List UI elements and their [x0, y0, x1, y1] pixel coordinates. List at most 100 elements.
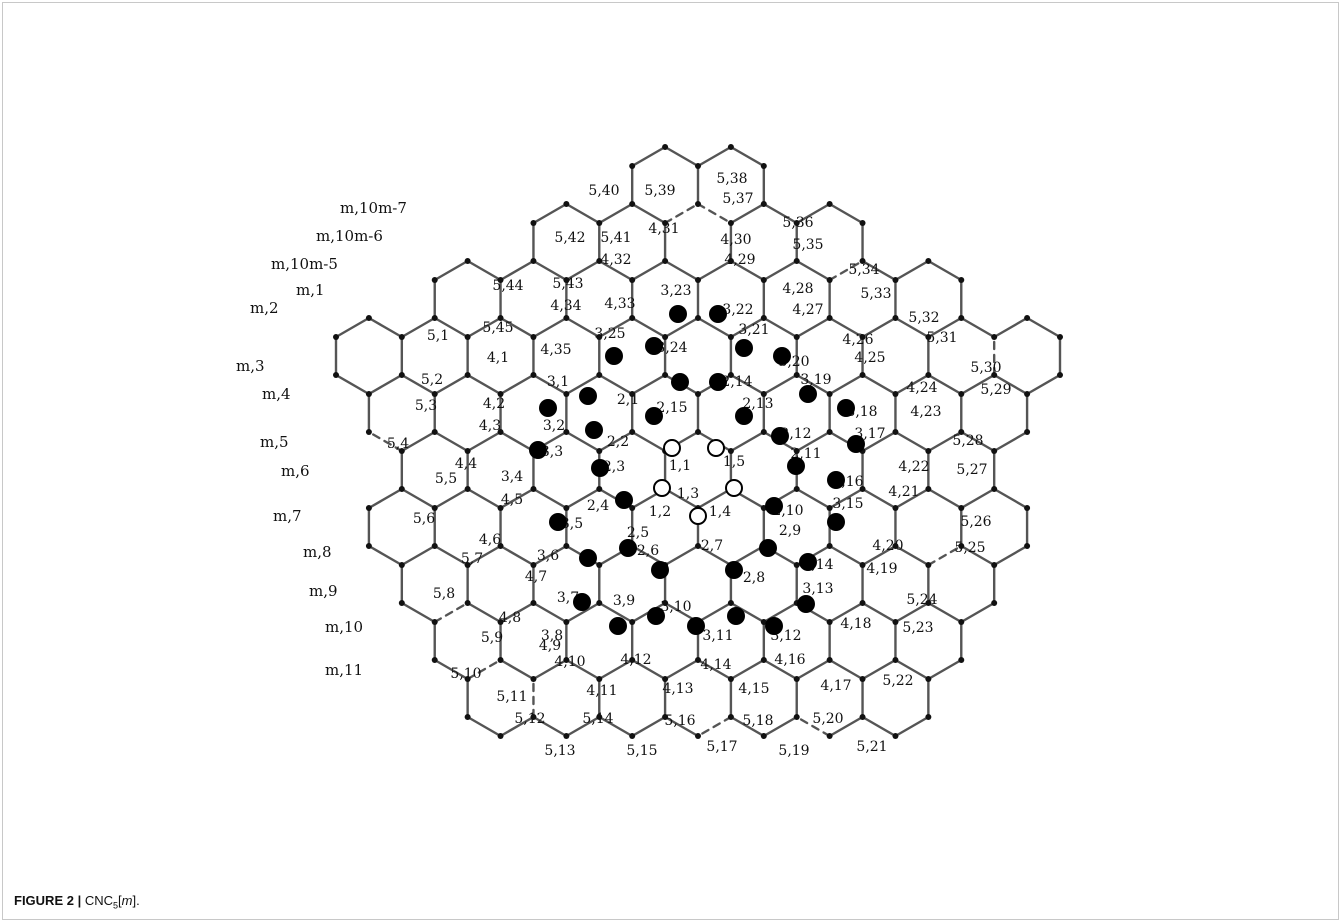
lattice-vertex	[826, 619, 833, 625]
lattice-vertex	[333, 372, 340, 378]
lattice-vertex	[596, 714, 603, 720]
lattice-edge	[663, 259, 700, 282]
lattice-vertex	[629, 391, 636, 397]
lattice-edge	[433, 487, 469, 510]
lattice-vertex	[497, 543, 504, 549]
lattice-vertex	[892, 733, 899, 739]
cell-label: 4,9	[539, 638, 561, 654]
lattice-vertex	[859, 600, 866, 606]
lattice-edge	[466, 430, 502, 453]
lattice-vertex	[365, 391, 372, 397]
lattice-vertex	[596, 562, 603, 568]
lattice-vertex	[530, 562, 537, 568]
lattice-edge	[663, 544, 700, 567]
lattice-vertex	[958, 505, 965, 511]
cell-label: 3,10	[660, 599, 691, 615]
lattice-edge	[334, 316, 371, 339]
lattice-vertex	[892, 543, 899, 549]
cell-label: 4,18	[840, 616, 871, 632]
cell-label: 4,35	[540, 342, 571, 358]
cell-label: 5,8	[433, 586, 455, 602]
cell-label: 5,37	[722, 191, 753, 207]
lattice-edge	[992, 373, 1029, 396]
lattice-vertex	[727, 676, 734, 682]
lattice-edge	[532, 658, 568, 681]
cell-label: 5,24	[906, 592, 937, 608]
lattice-vertex	[1024, 543, 1031, 549]
lattice-vertex	[497, 733, 504, 739]
lattice-edge	[861, 487, 897, 510]
lattice-edge	[894, 715, 930, 738]
lattice-vertex	[1024, 429, 1031, 435]
lattice-vertex	[925, 486, 932, 492]
lattice-edge	[828, 259, 864, 282]
black-node	[765, 497, 783, 515]
lattice-vertex	[431, 391, 438, 397]
cell-label: 4,28	[782, 281, 813, 297]
cell-label: 5,32	[908, 310, 939, 326]
lattice-edge	[795, 658, 831, 681]
cell-label: 4,10	[554, 654, 585, 670]
boundary-label: m,10m-7	[340, 199, 407, 217]
cell-label: 4,5	[501, 492, 523, 508]
lattice-vertex	[892, 315, 899, 321]
cell-label: 5,41	[600, 230, 631, 246]
lattice-edge	[696, 715, 733, 738]
lattice-vertex	[958, 429, 965, 435]
lattice-edge	[828, 202, 864, 225]
lattice-vertex	[662, 600, 669, 606]
lattice-edge	[795, 202, 831, 225]
lattice-vertex	[365, 429, 372, 435]
lattice-edge	[663, 202, 700, 225]
lattice-edge	[927, 373, 963, 396]
lattice-edge	[334, 373, 371, 396]
cell-label: 4,8	[499, 610, 521, 626]
lattice-vertex	[1024, 315, 1031, 321]
lattice-edge	[663, 487, 700, 510]
lattice-vertex	[662, 714, 669, 720]
cell-label: 4,30	[720, 232, 751, 248]
cell-label: 5,39	[644, 183, 675, 199]
cell-label: 5,2	[421, 372, 443, 388]
lattice-edge	[894, 658, 930, 681]
lattice-edge	[532, 487, 568, 510]
lattice-vertex	[793, 714, 800, 720]
lattice-vertex	[991, 562, 998, 568]
cell-label: 2,13	[742, 396, 773, 412]
black-node	[827, 471, 845, 489]
lattice-edge	[433, 430, 469, 453]
black-node	[609, 617, 627, 635]
cell-label: 5,33	[860, 286, 891, 302]
lattice-edge	[466, 487, 502, 510]
cell-label: 4,4	[455, 456, 477, 472]
lattice-edge	[499, 487, 535, 510]
lattice-edge	[433, 601, 469, 624]
lattice-edge	[861, 658, 897, 681]
lattice-edge	[861, 373, 897, 396]
lattice-vertex	[497, 277, 504, 283]
lattice-edge	[367, 430, 404, 453]
lattice-edge	[992, 487, 1029, 510]
lattice-vertex	[826, 277, 833, 283]
lattice-vertex	[563, 657, 570, 663]
cell-label: 2,15	[656, 400, 687, 416]
lattice-edge	[400, 601, 436, 624]
lattice-edge	[960, 430, 996, 453]
lattice-edge	[894, 259, 930, 282]
lattice-edge	[598, 316, 634, 339]
lattice-edge	[861, 715, 897, 738]
cell-label: 5,5	[435, 471, 457, 487]
lattice-edge	[696, 202, 733, 225]
lattice-edge	[367, 316, 404, 339]
cell-label: 5,15	[626, 743, 657, 759]
lattice-edge	[466, 259, 502, 282]
cell-label: 5,17	[706, 739, 737, 755]
lattice-vertex	[991, 448, 998, 454]
cell-label: 5,10	[450, 666, 481, 682]
lattice-edge	[400, 544, 436, 567]
boundary-label: m,10	[325, 618, 363, 636]
black-node	[827, 513, 845, 531]
lattice-vertex	[760, 315, 767, 321]
lattice-vertex	[431, 315, 438, 321]
